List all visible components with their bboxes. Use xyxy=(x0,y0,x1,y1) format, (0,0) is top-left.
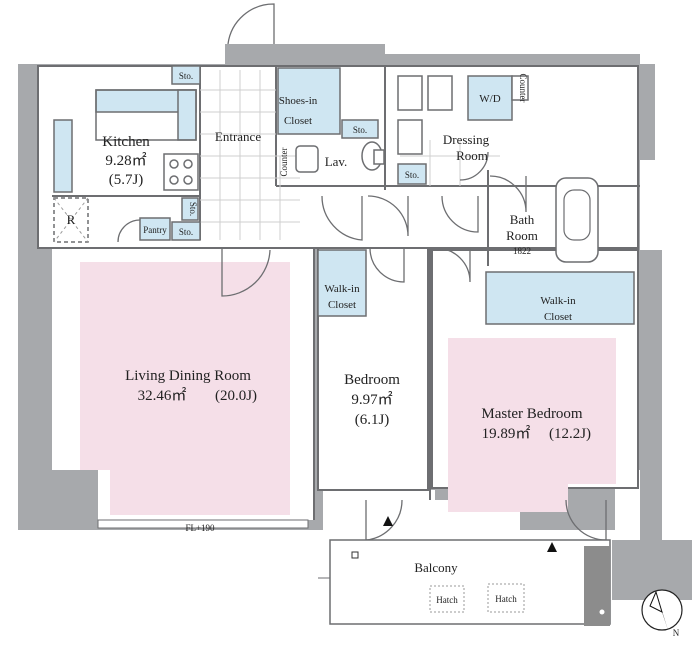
kitchen-counter xyxy=(95,89,199,191)
pantry-label: Pantry xyxy=(143,225,167,235)
room-labels: Kitchen 9.28㎡ (5.7J) Entrance Shoes-in C… xyxy=(102,95,591,575)
walkin-right-1: Walk-in xyxy=(540,295,576,307)
dressing-fixtures xyxy=(397,75,529,155)
bedroom-area: 9.97㎡ xyxy=(351,391,392,408)
balcony-label: Balcony xyxy=(414,560,458,575)
living-area: 32.46㎡ xyxy=(138,387,187,404)
hatch-right-label: Hatch xyxy=(495,594,517,604)
shoes-closet-label-1: Shoes-in xyxy=(279,95,318,107)
living-name: Living Dining Room xyxy=(125,368,251,384)
sto-lav-label: Sto. xyxy=(353,125,367,135)
refrigerator-label: R xyxy=(67,212,76,227)
bedroom-jo: (6.1J) xyxy=(355,412,390,428)
compass-label: N xyxy=(673,628,680,638)
balcony-area xyxy=(97,516,611,626)
entrance-label: Entrance xyxy=(215,129,261,144)
fixture-labels: Sto. Sto. Sto. Sto. Sto. Pantry Counter … xyxy=(67,71,528,605)
fl-note: FL+190 xyxy=(185,523,215,533)
sto-vertical-label: Sto. xyxy=(188,202,198,216)
counter-wd-label: Counter xyxy=(518,74,528,103)
walkin-left-2: Closet xyxy=(328,299,356,311)
wd-label: W/D xyxy=(479,93,500,105)
sto-pantry-label: Sto. xyxy=(179,227,193,237)
kitchen-area: 9.28㎡ xyxy=(105,152,146,169)
refrigerator-space xyxy=(53,197,89,243)
dressing-label-1: Dressing xyxy=(443,132,490,147)
walkin-left-1: Walk-in xyxy=(324,283,360,295)
living-jo: (20.0J) xyxy=(215,388,257,404)
master-area: 19.89㎡ xyxy=(482,425,531,442)
bath-label-3: 1822 xyxy=(513,246,531,256)
living-dining-floor xyxy=(52,248,314,520)
storage-areas xyxy=(53,67,635,325)
master-jo: (12.2J) xyxy=(549,426,591,442)
sto-dressing-label: Sto. xyxy=(405,170,419,180)
bath-label-2: Room xyxy=(506,228,538,243)
kitchen-jo: (5.7J) xyxy=(109,172,144,188)
door-swings xyxy=(117,3,607,541)
interior-walls xyxy=(37,65,640,520)
bedroom-name: Bedroom xyxy=(344,372,400,388)
hatch-left-label: Hatch xyxy=(436,595,458,605)
counter-entrance-label: Counter xyxy=(279,148,289,177)
small-storage-boxes xyxy=(139,65,427,241)
kitchen-name: Kitchen xyxy=(102,134,150,150)
dressing-label-2: Room xyxy=(456,148,488,163)
lav-label: Lav. xyxy=(325,154,348,169)
sto-kitchen-label: Sto. xyxy=(179,71,193,81)
north-arrow-icon: N xyxy=(641,589,683,638)
master-name: Master Bedroom xyxy=(481,406,583,422)
walkin-right-2: Closet xyxy=(544,311,572,323)
bedroom-floor xyxy=(317,247,429,491)
bathtub xyxy=(555,177,599,263)
bath-label-1: Bath xyxy=(510,212,535,227)
entrance-tiles xyxy=(200,70,500,240)
shoes-closet-label-2: Closet xyxy=(284,115,312,127)
lav-fixtures xyxy=(295,141,385,173)
